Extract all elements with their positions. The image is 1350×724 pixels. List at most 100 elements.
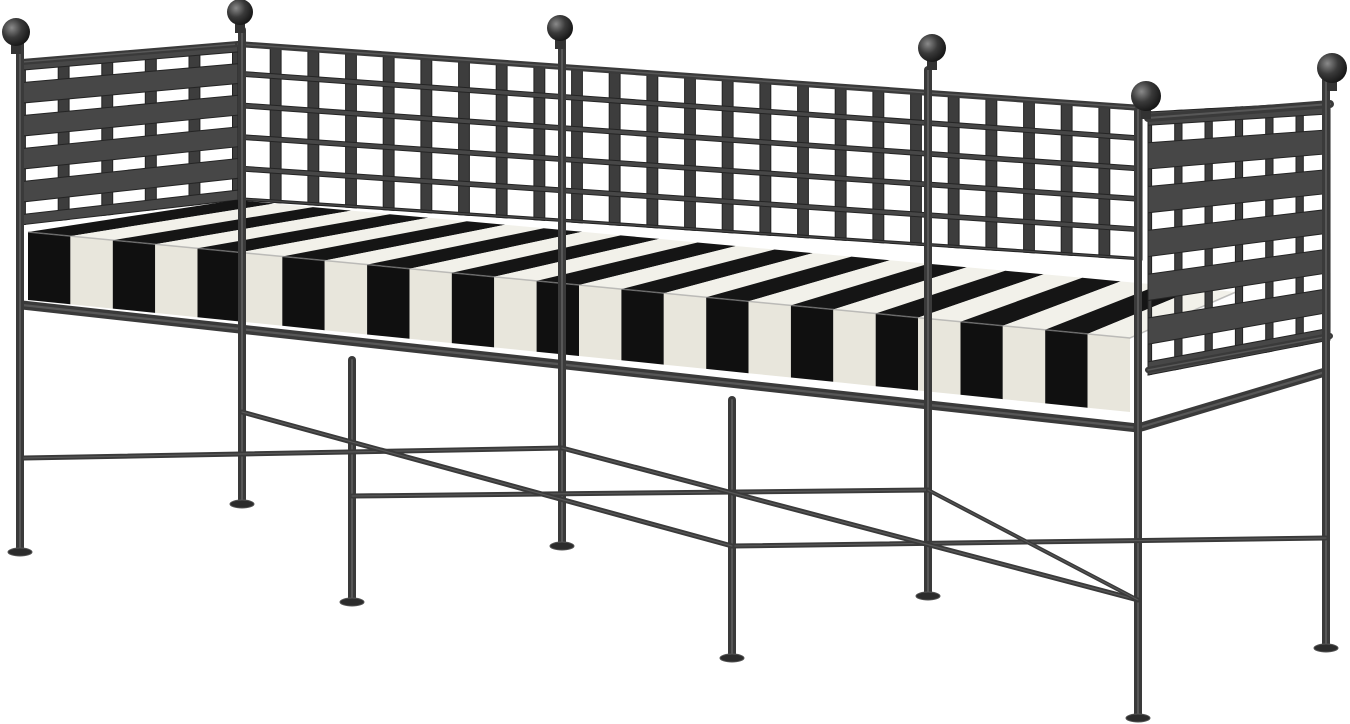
right-seat-rail-highlight xyxy=(1136,370,1327,430)
back-right-leg-foot xyxy=(1313,643,1339,653)
finial-collar xyxy=(555,39,565,49)
back-vertical-strap xyxy=(684,74,696,231)
cushion-front-stripe xyxy=(1087,333,1130,412)
finial-ball xyxy=(2,18,30,46)
cushion-top-stripe xyxy=(197,214,429,253)
front-right-leg-foot xyxy=(1125,713,1151,723)
back-vertical-strap xyxy=(910,90,922,246)
cushion-top-stripe xyxy=(833,267,1006,314)
cushion-front-stripe xyxy=(112,240,156,313)
finial-ball xyxy=(918,34,946,62)
front-leg-3-foot xyxy=(719,653,745,663)
left-arm-lattice xyxy=(19,41,239,226)
cushion-front-stripe xyxy=(451,272,495,348)
cushion-top-stripe xyxy=(324,224,544,265)
right-top-rail-highlight xyxy=(1147,103,1331,119)
cushion-front-stripe xyxy=(621,289,664,365)
cushion-front-stripe xyxy=(663,293,707,369)
back-top-rail-highlight xyxy=(237,43,1143,109)
cushion-top-stripe xyxy=(621,249,813,294)
back-vertical-strap xyxy=(345,49,357,209)
cushion-front-stripe xyxy=(70,236,113,309)
cushion-front-stripe xyxy=(833,309,876,387)
finials xyxy=(2,0,1347,119)
finial-ball xyxy=(1317,53,1347,83)
finial-collar xyxy=(1327,81,1337,91)
back-vertical-strap xyxy=(985,96,998,251)
back-vertical-strap xyxy=(269,43,282,204)
cushion-top-stripe xyxy=(409,231,621,273)
cushion-front-stripe xyxy=(579,285,622,361)
cushion-top-stripe xyxy=(579,246,775,290)
cushion-front-stripe xyxy=(748,301,791,378)
back-vertical-strap xyxy=(947,93,960,249)
cushion-top-stripe xyxy=(875,270,1044,318)
back-vertical-strap xyxy=(1023,98,1035,254)
cushion-top-stripe xyxy=(918,274,1083,322)
cushion-front-stripe xyxy=(367,264,410,339)
cushion-top-stripe xyxy=(706,256,890,302)
cushion-front-stripe xyxy=(282,256,325,331)
cushion-top-stripe xyxy=(367,228,583,269)
cushion-front-stripe xyxy=(875,313,919,391)
back-vertical-strap xyxy=(721,76,734,234)
cushion-top-stripe xyxy=(790,263,967,310)
cushion-top-stripe xyxy=(536,242,736,285)
front-leg-2-foot xyxy=(339,597,365,607)
back-vertical-strap xyxy=(834,85,847,241)
left-arm-horizontal-strap xyxy=(19,63,239,104)
finial-collar xyxy=(11,44,21,54)
cushion-top-stripe xyxy=(451,235,660,277)
finial-ball xyxy=(227,0,253,25)
cushion-top-stripe xyxy=(748,260,929,306)
cushion-front-stripe xyxy=(960,321,1003,400)
cushion-top-stripe xyxy=(28,200,275,237)
back-vertical-strap xyxy=(797,82,809,239)
front-seat-rail-highlight xyxy=(20,303,1140,430)
cushion-front-stripe xyxy=(494,276,537,352)
cushion-edge xyxy=(27,231,1237,339)
cushion-top-stripe xyxy=(960,277,1121,326)
finial-ball xyxy=(1131,81,1161,111)
back-left-leg-foot xyxy=(229,499,255,509)
right-arm-lattice xyxy=(1147,101,1331,376)
cushion-top-stripe xyxy=(494,238,698,281)
back-vertical-strap xyxy=(872,87,885,244)
cushion-top-stripe xyxy=(70,203,313,241)
back-vertical-strap xyxy=(608,68,621,226)
cushion-front-stripe xyxy=(790,305,834,382)
left-stretcher-highlight xyxy=(23,447,563,459)
back-vertical-strap xyxy=(458,57,470,216)
cushion-top-stripe xyxy=(155,210,390,249)
back-leg-2-foot xyxy=(549,541,575,551)
cushion-front-stripe xyxy=(536,280,579,356)
back-vertical-strap xyxy=(495,60,508,219)
finial-ball xyxy=(547,15,573,41)
cushion-top-stripe xyxy=(239,217,467,257)
striped-cushion xyxy=(27,200,1237,412)
back-leg-3-foot xyxy=(915,591,941,601)
cushion-top-stripe xyxy=(663,253,852,298)
back-vertical-strap xyxy=(646,71,659,229)
finial-collar xyxy=(1141,109,1151,119)
front-left-leg-foot xyxy=(7,547,33,557)
cushion-front-stripe xyxy=(1002,325,1046,404)
cross-stretcher-3-highlight xyxy=(927,489,1139,601)
left-top-rail-highlight xyxy=(21,43,239,63)
cushion-front-stripe xyxy=(324,260,368,335)
finial-collar xyxy=(927,60,937,70)
cushion-front-stripe xyxy=(706,297,749,374)
cross-stretcher-2-highlight xyxy=(561,447,1139,601)
middle-stretcher-highlight xyxy=(351,489,929,497)
back-vertical-strap xyxy=(307,46,320,206)
cushion-front-stripe xyxy=(1045,329,1088,408)
back-vertical-strap xyxy=(1098,104,1111,259)
cushion-front-stripe xyxy=(155,244,198,318)
cushion-front-stripe xyxy=(409,268,452,344)
back-vertical-strap xyxy=(533,63,546,221)
cushion-front-stripe xyxy=(239,252,283,326)
cushion-top-stripe xyxy=(112,207,352,245)
cushion-front-stripe xyxy=(197,248,240,322)
back-vertical-strap xyxy=(759,79,772,236)
